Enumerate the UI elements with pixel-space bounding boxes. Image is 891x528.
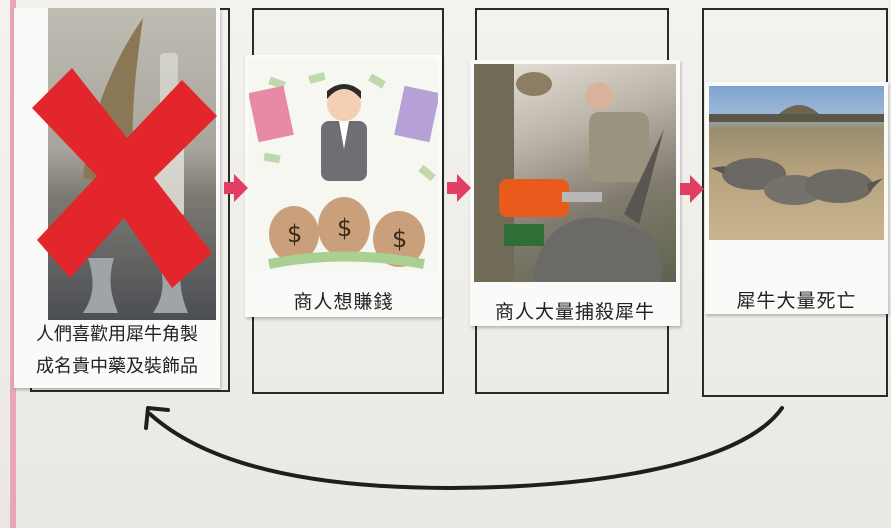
- card-step-1: 人們喜歡用犀牛角製 成名貴中藥及裝飾品: [14, 8, 220, 388]
- caption-step-1-line-2: 成名貴中藥及裝飾品: [36, 356, 198, 377]
- dead-rhinos-photo: [709, 86, 884, 240]
- caption-step-4: 犀牛大量死亡: [736, 290, 857, 312]
- cross-mark-icon: [32, 68, 217, 288]
- pink-edge-strip: [10, 0, 16, 528]
- arrow-right-icon-1: [224, 174, 248, 202]
- caption-step-2: 商人想賺錢: [293, 291, 394, 313]
- curved-return-arrow-icon: [144, 406, 784, 491]
- merchant-with-money-illustration: $ $ $: [249, 59, 438, 271]
- arrow-right-icon-3: [680, 175, 704, 203]
- arrow-right-icon-2: [447, 174, 471, 202]
- card-step-2: $ $ $ 商人想賺錢: [245, 55, 442, 317]
- card-step-3: 商人大量捕殺犀牛: [470, 60, 680, 326]
- card-step-4: 犀牛大量死亡: [705, 82, 888, 314]
- caption-step-1-line-1: 人們喜歡用犀牛角製: [36, 324, 198, 345]
- svg-text:$: $: [287, 220, 302, 248]
- svg-text:$: $: [392, 225, 407, 253]
- caption-step-3: 商人大量捕殺犀牛: [494, 301, 655, 323]
- svg-text:$: $: [337, 214, 352, 242]
- poachers-cutting-horn-photo: [474, 64, 676, 282]
